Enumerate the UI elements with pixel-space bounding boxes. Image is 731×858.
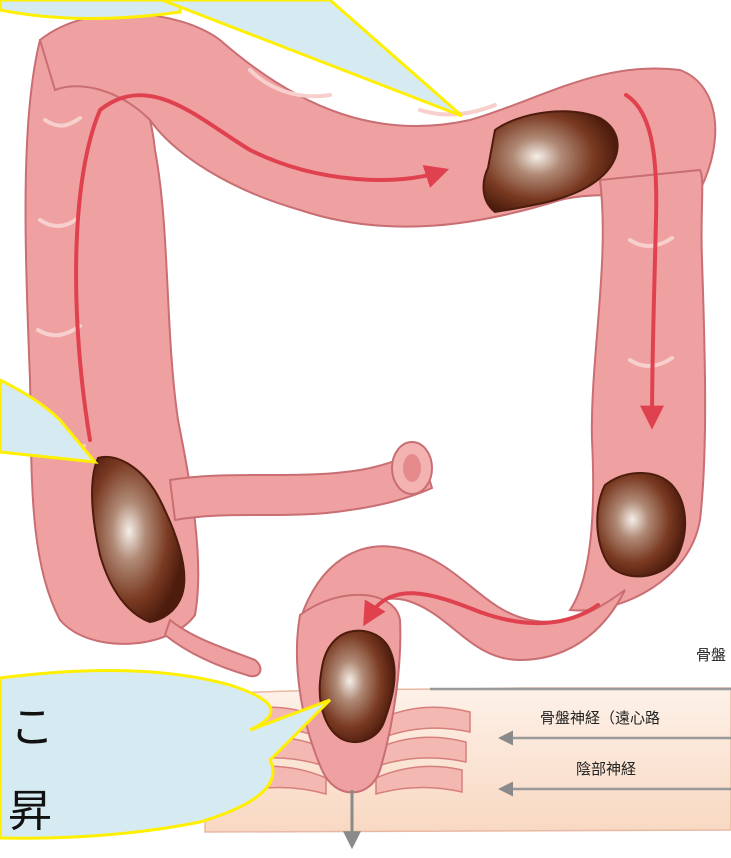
callout-bottom-text: 昇	[8, 786, 52, 837]
callout-top	[0, 0, 180, 19]
stool-transverse	[484, 111, 618, 212]
label-pudendal: 陰部神経	[576, 760, 636, 778]
label-pelvic-top: 骨盤	[696, 646, 726, 664]
appendix	[165, 620, 260, 676]
stool-descending	[597, 473, 685, 576]
label-pelvic-efferent: 骨盤神経（遠心路	[540, 709, 660, 727]
stool-rectum	[320, 631, 395, 742]
callout-left-text: こ	[10, 702, 54, 753]
